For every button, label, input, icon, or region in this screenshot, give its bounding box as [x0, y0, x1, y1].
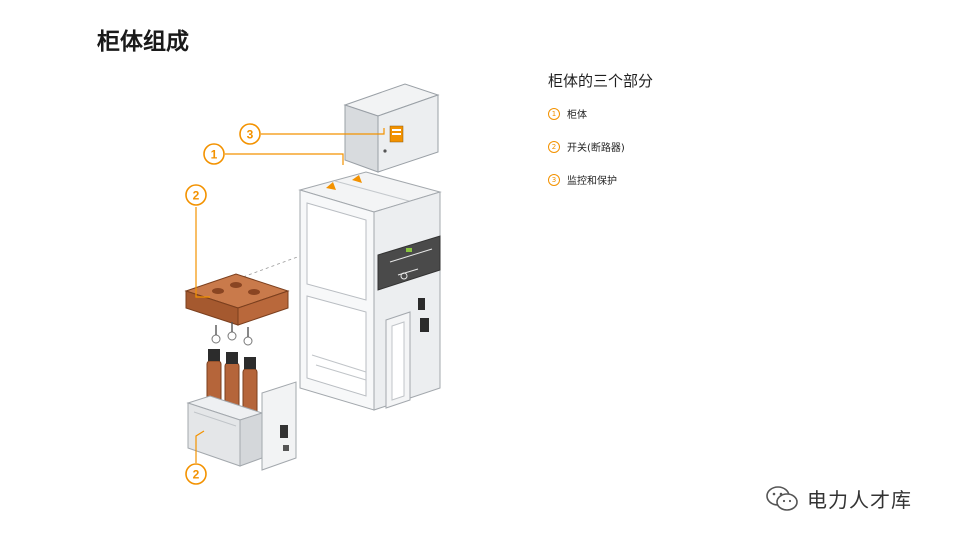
- callout-2-bottom-label: 2: [193, 468, 200, 482]
- legend-number: 2: [548, 140, 560, 153]
- legend-number: 3: [548, 173, 560, 186]
- callout-2-top: 2: [185, 184, 207, 206]
- watermark: 电力人才库: [765, 484, 912, 513]
- legend-label: 监控和保护: [567, 176, 617, 187]
- legend-item-protection: 3 监控和保护: [548, 171, 808, 188]
- slide-title: 柜体组成: [97, 29, 189, 55]
- callout-2-top-label: 2: [193, 189, 200, 203]
- callout-3-label: 3: [247, 128, 254, 142]
- callout-1-label: 1: [211, 148, 218, 162]
- legend-label: 开关(断路器): [567, 143, 625, 154]
- callout-3: 3: [239, 123, 261, 145]
- relay-box: [343, 83, 440, 173]
- callout-lines: [195, 128, 385, 463]
- legend-heading: 柜体的三个部分: [548, 72, 654, 90]
- legend: 柜体的三个部分 1 柜体 2 开关(断路器) 3 监控和保护: [548, 70, 808, 204]
- legend-item-breaker: 2 开关(断路器): [548, 138, 808, 155]
- callout-2-bottom: 2: [185, 463, 207, 485]
- legend-number: 1: [548, 107, 560, 120]
- legend-label: 柜体: [567, 110, 587, 121]
- wechat-icon: [766, 485, 798, 511]
- circuit-breaker: [184, 273, 297, 471]
- legend-item-cabinet: 1 柜体: [548, 105, 808, 122]
- cabinet-frame: [298, 171, 442, 411]
- callout-1: 1: [203, 143, 225, 165]
- watermark-text: 电力人才库: [807, 488, 912, 512]
